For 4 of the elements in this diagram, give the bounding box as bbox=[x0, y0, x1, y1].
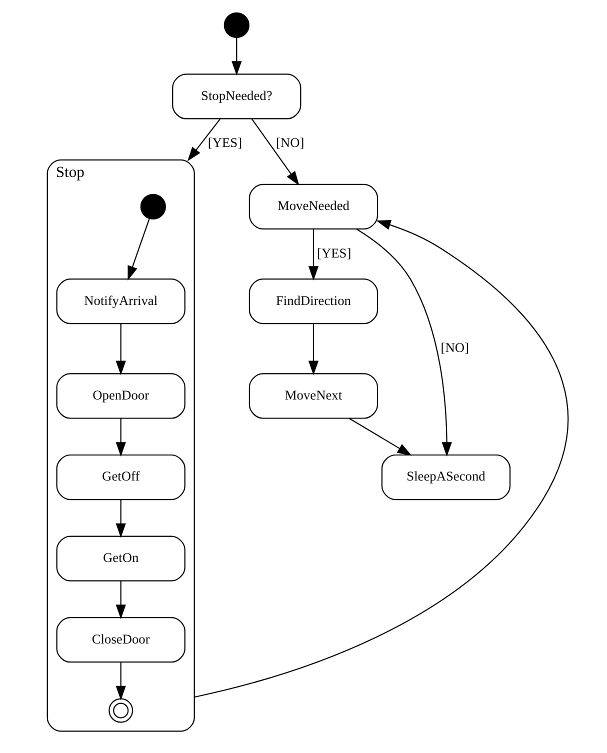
edge-label: [YES] bbox=[317, 245, 352, 260]
edge-label: [YES] bbox=[208, 135, 242, 150]
edge-label: [NO] bbox=[276, 135, 304, 150]
edge-label: [NO] bbox=[440, 340, 469, 356]
